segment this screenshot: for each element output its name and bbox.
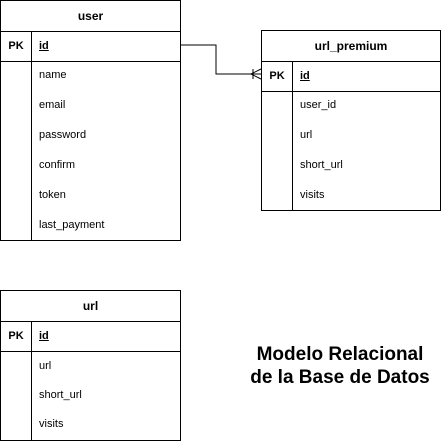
- url-table[interactable]: url PK id url short_url visits: [0, 290, 181, 441]
- diagram-title: Modelo Relacional de la Base de Datos: [230, 343, 441, 389]
- url-premium-pk-row: PK id: [262, 61, 440, 92]
- user-fields: name email password confirm token last_p…: [1, 62, 180, 240]
- url-premium-table-header: url_premium: [262, 31, 440, 62]
- url-premium-table[interactable]: url_premium PK id user_id url short_url …: [261, 30, 441, 211]
- user-pk-field: id: [39, 40, 49, 52]
- user-field-password: password: [39, 129, 87, 141]
- diagram-title-line-2: de la Base de Datos: [250, 367, 430, 388]
- url-pk-row: PK id: [1, 321, 180, 352]
- user-pk-row: PK id: [1, 31, 180, 62]
- user-table[interactable]: user PK id name email password confirm t…: [0, 0, 181, 241]
- url-premium-fields: user_id url short_url visits: [262, 92, 440, 210]
- diagram-title-line-1: Modelo Relacional: [256, 344, 424, 365]
- user-table-header: user: [1, 1, 180, 32]
- url-premium-field-user-id: user_id: [300, 99, 337, 111]
- url-pk-field: id: [39, 330, 49, 342]
- url-premium-field-short-url: short_url: [300, 159, 343, 171]
- user-field-email: email: [39, 99, 66, 111]
- url-field-visits: visits: [39, 418, 64, 430]
- url-premium-field-url: url: [300, 129, 313, 141]
- url-premium-pk-label: PK: [262, 61, 293, 91]
- url-premium-column-divider: [292, 92, 293, 210]
- url-table-header: url: [1, 291, 180, 322]
- user-pk-label: PK: [1, 31, 32, 61]
- url-fields: url short_url visits: [1, 352, 180, 440]
- url-premium-field-visits: visits: [300, 189, 325, 201]
- url-column-divider: [31, 352, 32, 440]
- user-field-name: name: [39, 69, 67, 81]
- user-column-divider: [31, 62, 32, 240]
- user-field-token: token: [39, 189, 66, 201]
- relationship-line: [180, 44, 261, 75]
- user-field-last-payment: last_payment: [39, 219, 105, 231]
- url-pk-label: PK: [1, 321, 32, 351]
- user-field-confirm: confirm: [39, 159, 76, 171]
- url-premium-pk-field: id: [300, 70, 310, 82]
- url-field-short-url: short_url: [39, 389, 82, 401]
- url-field-url: url: [39, 360, 52, 372]
